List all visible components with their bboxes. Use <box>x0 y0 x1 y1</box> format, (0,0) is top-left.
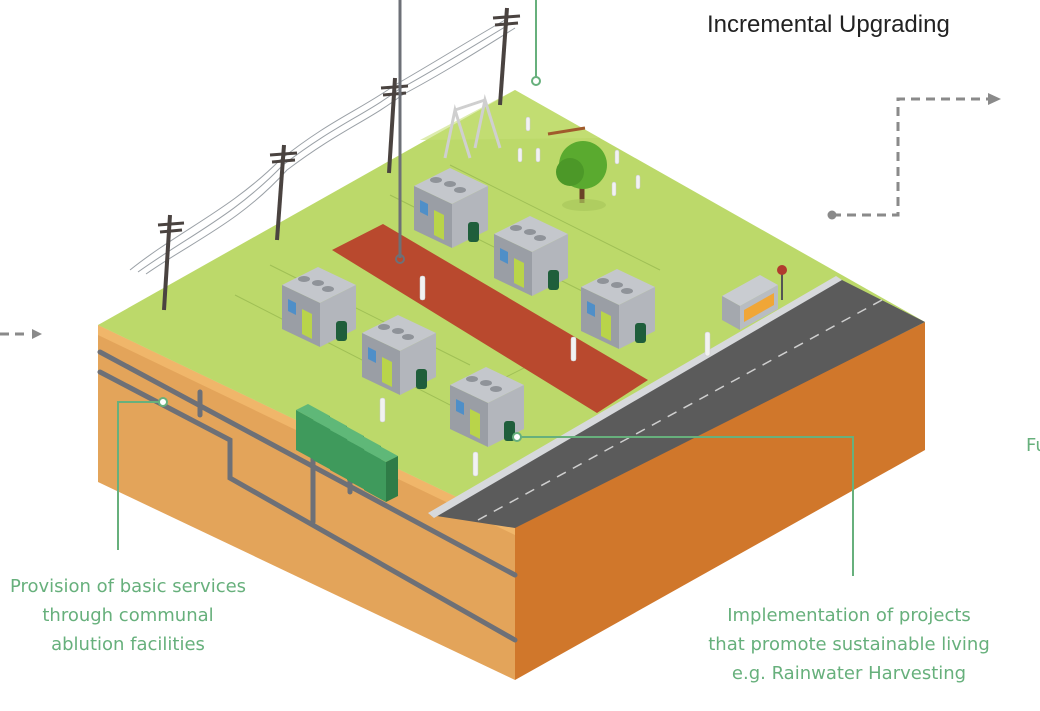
house-door <box>434 210 444 240</box>
roof-unit <box>378 324 390 330</box>
roof-unit <box>621 288 633 294</box>
roof-unit <box>402 334 414 340</box>
see-saw <box>547 126 586 136</box>
utility-poles <box>157 7 521 311</box>
pipe-upper <box>97 349 518 578</box>
caption-cut-off-fragment: Fu <box>1026 435 1040 456</box>
arrow-head-right <box>988 93 1001 105</box>
house-window <box>368 347 376 363</box>
toilet-roof <box>364 444 398 462</box>
rainwater-tank <box>635 323 646 343</box>
road-kerb <box>428 276 842 518</box>
rainwater-tank <box>548 270 559 290</box>
house-window <box>500 248 508 264</box>
arrow-start-dot <box>827 210 837 220</box>
communal-toilets <box>296 404 398 502</box>
house-door <box>514 258 524 288</box>
house-window <box>420 200 428 216</box>
caption-line: e.g. Rainwater Harvesting <box>731 663 967 684</box>
roof-unit <box>454 187 466 193</box>
callout-left-dot <box>158 397 168 407</box>
house-door <box>382 357 392 387</box>
rainwater-tank <box>416 369 427 389</box>
flow-arrow-right <box>832 97 990 217</box>
roof-unit <box>480 380 492 386</box>
toilet-side <box>386 456 398 502</box>
house <box>362 315 436 395</box>
house-window <box>587 301 595 317</box>
rainwater-tank <box>468 222 479 242</box>
roof-unit <box>524 229 536 235</box>
toilet-cubicle <box>364 444 398 502</box>
house <box>494 216 568 296</box>
arrow-head-left <box>32 329 42 339</box>
caption-basic-services: Provision of basic services through comm… <box>0 572 256 659</box>
house-window <box>456 399 464 415</box>
bus-shelter <box>722 265 787 330</box>
playground-swings <box>443 94 502 159</box>
roof-unit <box>597 278 609 284</box>
dashed-arrows <box>0 97 990 336</box>
roof-unit <box>444 181 456 187</box>
callout-right-dot <box>512 432 522 442</box>
house <box>414 168 488 248</box>
rainwater-tank <box>336 321 347 341</box>
road-center-line <box>477 299 883 521</box>
toilet-front <box>364 450 386 502</box>
soil-block-right-face <box>515 322 925 680</box>
caption-line: Provision of basic services <box>9 576 247 597</box>
roof-unit <box>534 235 546 241</box>
callout-top-dot <box>531 76 541 86</box>
dirt-road <box>332 224 648 413</box>
caption-line: that promote sustainable living <box>708 634 990 655</box>
power-lines <box>129 19 516 275</box>
house-window <box>288 299 296 315</box>
toilet-front <box>330 430 352 482</box>
toilet-front <box>296 410 318 462</box>
diagram-title: Incremental Upgrading <box>707 11 950 38</box>
caption-sustainable-living: Implementation of projects that promote … <box>694 601 1004 688</box>
roof-unit <box>312 280 324 286</box>
roof-unit <box>466 376 478 382</box>
toilet-front <box>313 420 335 472</box>
roof-unit <box>510 225 522 231</box>
callout-left <box>117 401 160 550</box>
roof-unit <box>322 286 334 292</box>
houses <box>282 168 655 447</box>
house-door <box>601 311 611 341</box>
caption-line: Implementation of projects <box>727 605 971 626</box>
people <box>379 116 711 477</box>
callout-lines <box>117 0 854 576</box>
roof-unit <box>611 282 623 288</box>
tree <box>556 141 607 211</box>
roof-unit <box>430 177 442 183</box>
house <box>450 367 524 447</box>
grass-back-highlight <box>420 90 600 140</box>
house <box>581 269 655 349</box>
house <box>282 267 356 347</box>
roof-unit <box>298 276 310 282</box>
callout-right <box>518 436 854 576</box>
roof-unit <box>392 328 404 334</box>
caption-line: ablution facilities <box>51 634 205 655</box>
toilet-front <box>347 440 369 492</box>
house-door <box>302 309 312 339</box>
paved-road <box>430 278 925 528</box>
roof-unit <box>490 386 502 392</box>
lamp-pole-marker <box>395 254 405 264</box>
house-door <box>470 409 480 439</box>
caption-line: through communal <box>42 605 214 626</box>
